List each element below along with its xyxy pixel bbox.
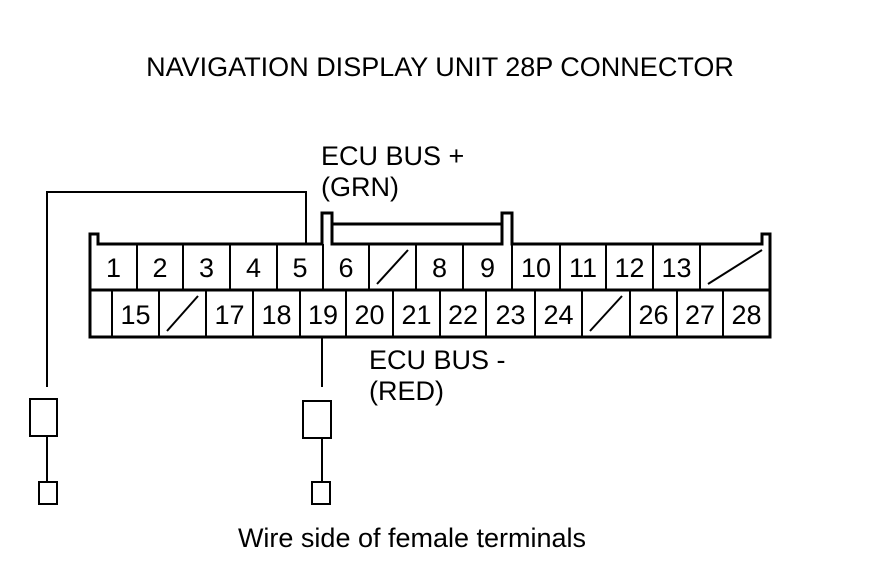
pin-cavity: 4: [229, 244, 261, 290]
ecu-bus-plus-color-label: (GRN): [321, 172, 399, 202]
pin-cavity: [581, 290, 623, 337]
pin-cavity: 3: [182, 244, 214, 290]
ecu-bus-minus-label: ECU BUS -: [369, 345, 506, 375]
pin-cavity: [368, 244, 409, 290]
pin-number-label: 13: [661, 253, 691, 283]
pin-cavity: 6: [322, 244, 354, 290]
ecu-bus-minus-terminal: [302, 400, 332, 439]
ecu-bus-plus-label: ECU BUS +: [321, 141, 464, 171]
empty-cavity-slash: [166, 295, 199, 332]
ecu-bus-plus-terminal: [29, 398, 58, 437]
pin-number-label: 8: [432, 253, 447, 283]
pin-cavity: 5: [276, 244, 308, 290]
pin-cavity: 22: [439, 290, 478, 337]
pin-cavity: 8: [415, 244, 447, 290]
pin-number-label: 23: [495, 300, 525, 330]
empty-cavity-slash: [707, 249, 763, 285]
pin-number-label: 3: [199, 253, 214, 283]
pin-number-label: 12: [614, 253, 644, 283]
ecu-bus-plus-terminal-tip: [38, 481, 58, 505]
pin-number-label: 22: [448, 300, 478, 330]
pin-number-label: 5: [292, 253, 307, 283]
ecu-bus-minus-terminal-tip: [311, 481, 331, 505]
diagram-title: NAVIGATION DISPLAY UNIT 28P CONNECTOR: [146, 52, 734, 82]
pin-number-label: 17: [214, 300, 244, 330]
pin-cavity: 10: [511, 244, 551, 290]
pin-cavity: 1: [106, 253, 121, 283]
pin-number-label: 6: [338, 253, 353, 283]
pin-number-label: 24: [543, 300, 573, 330]
pin-number-label: 28: [731, 300, 761, 330]
pin-cavity: 19: [299, 290, 338, 337]
pin-number-label: 18: [261, 300, 291, 330]
empty-cavity-slash: [589, 295, 623, 332]
pin-cavity: [158, 290, 199, 337]
pin-cavity: 23: [485, 290, 526, 337]
pin-number-label: 20: [354, 300, 384, 330]
pin-number-label: 1: [106, 253, 121, 283]
pin-cavity: 24: [534, 290, 574, 337]
pin-number-label: 10: [521, 253, 551, 283]
pin-cavity: 2: [136, 244, 168, 290]
pin-cavity: 18: [252, 290, 292, 337]
pin-number-label: 9: [480, 253, 495, 283]
pin-cavity: 21: [392, 290, 432, 337]
pin-number-label: 21: [401, 300, 431, 330]
pin-number-label: 27: [685, 300, 715, 330]
pin-cavity: 27: [676, 290, 715, 337]
ecu-bus-plus-wire: [46, 191, 307, 387]
pin-number-label: 11: [569, 253, 597, 283]
pin-cavity: [699, 244, 763, 290]
pin-cavity: 26: [629, 290, 669, 337]
pin-cavity: 9: [462, 244, 495, 290]
pin-cavity: 15: [111, 290, 151, 337]
pin-cavity: 20: [345, 290, 385, 337]
pin-number-label: 2: [152, 253, 167, 283]
pin-cavity: 13: [652, 244, 692, 290]
pin-number-label: 26: [638, 300, 668, 330]
pin-number-label: 19: [308, 300, 338, 330]
ecu-bus-minus-color-label: (RED): [369, 376, 444, 406]
pin-number-label: 15: [120, 300, 150, 330]
empty-cavity-slash: [376, 249, 409, 285]
pin-cavity: 12: [605, 244, 645, 290]
pin-number-label: 4: [246, 253, 261, 283]
connector-bottom-row: 15 17 18 19 20 21 22 23 24 26 27 28: [111, 290, 762, 337]
pin-cavity: 17: [205, 290, 245, 337]
pin-cavity: 28: [722, 290, 762, 337]
connector-housing: [88, 211, 772, 339]
pin-cavity: 11: [559, 244, 597, 290]
diagram-caption: Wire side of female terminals: [238, 523, 586, 553]
